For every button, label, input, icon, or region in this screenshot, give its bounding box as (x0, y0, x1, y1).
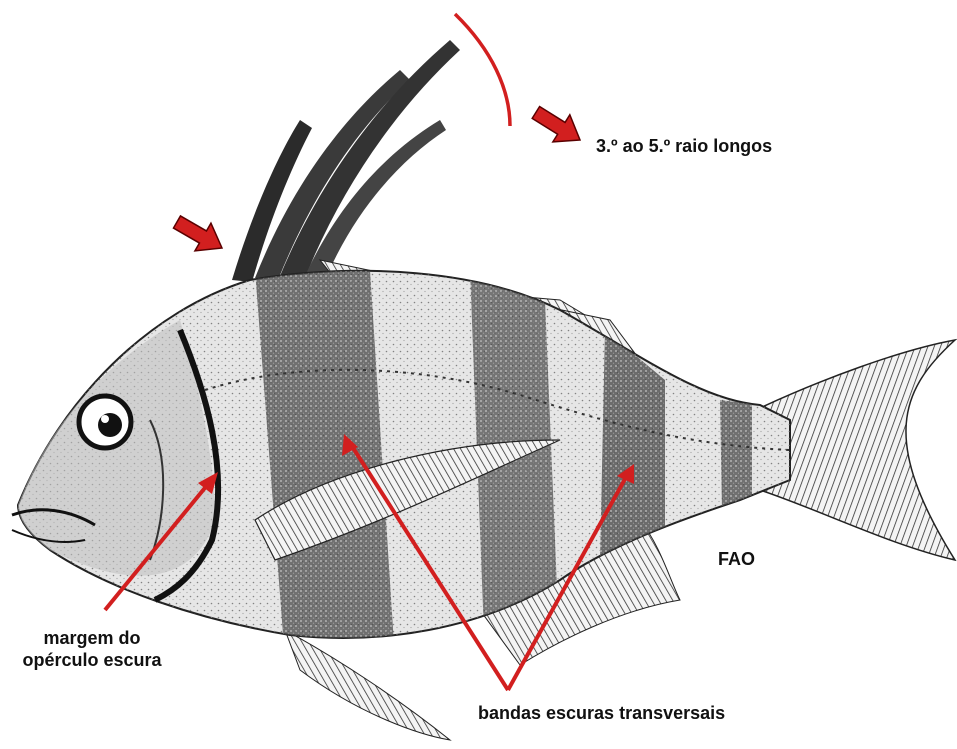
bands-label: bandas escuras transversais (478, 702, 725, 724)
operculum-label: margem do opérculo escura (2, 627, 182, 671)
credit-label: FAO (718, 548, 755, 570)
arrow-icon (169, 208, 230, 262)
pelvic-fin (285, 630, 450, 740)
long-rays-label: 3.º ao 5.º raio longos (596, 135, 772, 157)
long-rays-bracket (455, 14, 510, 126)
operculum-label-line1: margem do (2, 627, 182, 649)
arrow-icon (527, 99, 588, 154)
operculum-label-line2: opérculo escura (2, 649, 182, 671)
